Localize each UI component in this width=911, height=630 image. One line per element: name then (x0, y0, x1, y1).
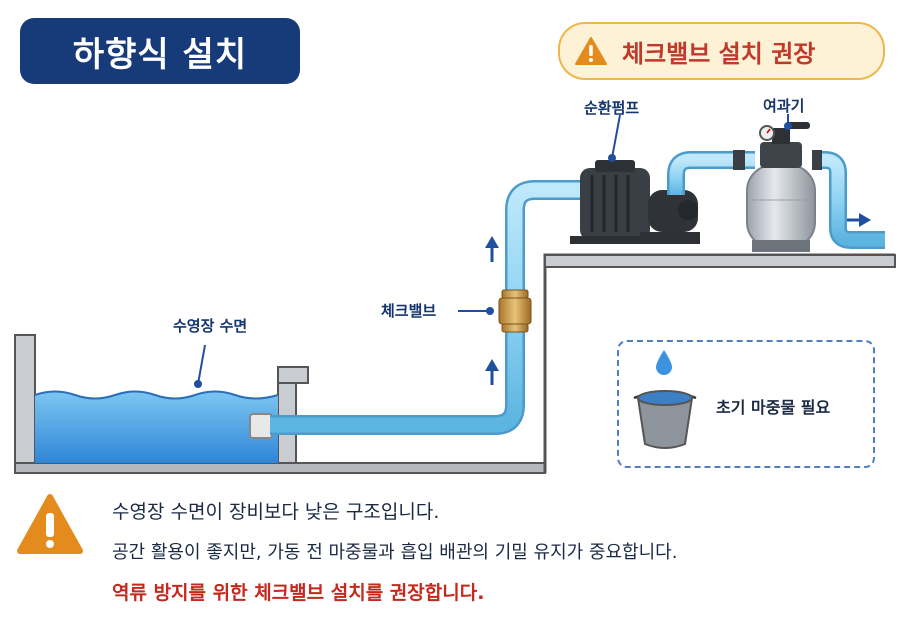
priming-info-text: 초기 마중물 필요 (716, 398, 831, 417)
warning-badge: 체크밸브 설치 권장 (558, 22, 885, 80)
notice-line-3: 역류 방지를 위한 체크밸브 설치를 권장합니다. (112, 582, 485, 604)
title-badge: 하향식 설치 (20, 18, 300, 84)
check-valve-label: 체크밸브 (381, 302, 437, 320)
filter-label: 여과기 (763, 97, 805, 115)
check-valve (498, 289, 532, 333)
notice-section: 수영장 수면이 장비보다 낮은 구조입니다. 공간 활용이 좋지만, 가동 전 … (0, 478, 911, 630)
page-title: 하향식 설치 (72, 34, 248, 75)
pool-surface-label: 수영장 수면 (173, 317, 248, 335)
outlet-pipe (815, 151, 885, 249)
pump-label: 순환펌프 (584, 99, 640, 117)
notice-line-1: 수영장 수면이 장비보다 낮은 구조입니다. (112, 501, 440, 523)
sand-filter (746, 122, 816, 252)
suction-inlet (249, 413, 273, 439)
discharge-pipe (667, 151, 755, 195)
water-surface-line (34, 390, 279, 400)
pool-structure (14, 334, 546, 474)
warning-icon (575, 37, 607, 65)
circulation-pump (570, 160, 700, 244)
warning-badge-text: 체크밸브 설치 권장 (622, 39, 816, 68)
pool-water (35, 391, 278, 463)
priming-info-box: 초기 마중물 필요 (617, 340, 875, 468)
notice-line-2: 공간 활용이 좋지만, 가동 전 마중물과 흡입 배관의 기밀 유지가 중요합니… (112, 542, 678, 563)
